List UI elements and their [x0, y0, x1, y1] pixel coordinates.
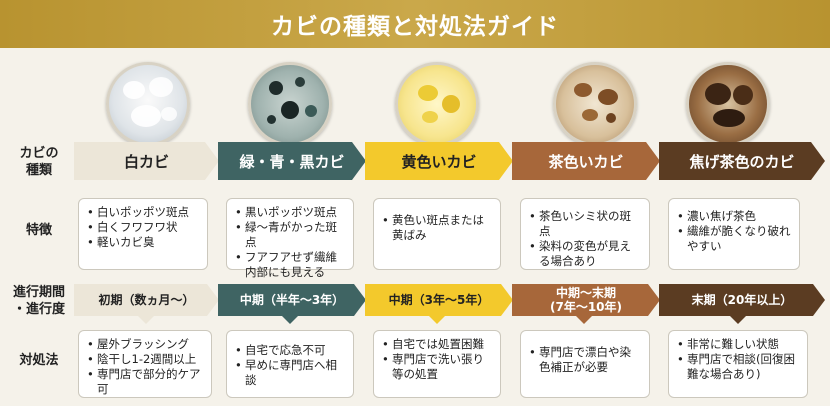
treatment-item: 専門店で部分的ケア可 — [87, 367, 203, 397]
feature-item: 繊維が脆くなり破れやすい — [677, 224, 791, 254]
treatment-item: 陰干し1-2週間以上 — [87, 352, 203, 367]
treatment-item: 屋外ブラッシング — [87, 337, 203, 352]
progress-stage: 中期〜末期 (7年〜10年) — [512, 284, 660, 316]
progress-stage-text: 中期〜末期 — [555, 286, 616, 300]
page-title: カビの種類と対処法ガイド — [271, 14, 559, 40]
mold-type-header: 茶色いカビ — [512, 142, 660, 180]
progress-stage-text: 初期（数ヵ月〜） — [98, 293, 195, 307]
feature-item: 白くフワフワ状 — [87, 220, 199, 235]
mold-type-name: 黄色いカビ — [401, 152, 477, 171]
yellow-mold-dish-image — [395, 62, 479, 146]
feature-item: 緑〜青がかった斑点 — [235, 220, 345, 250]
mold-type-name: 茶色いカビ — [548, 152, 624, 171]
mold-type-name: 白カビ — [123, 152, 169, 171]
treatment-card: 自宅で応急不可 早めに専門店へ相談 — [226, 330, 354, 398]
features-card: 白いポッポツ斑点 白くフワフワ状 軽いカビ臭 — [78, 198, 208, 270]
dark-brown-mold-dish-image — [686, 62, 770, 146]
treatment-card: 非常に難しい状態 専門店で相談(回復困難な場合あり) — [668, 330, 808, 398]
feature-item: 軽いカビ臭 — [87, 235, 199, 250]
title-banner: カビの種類と対処法ガイド — [0, 0, 830, 48]
mold-type-header: 緑・青・黒カビ — [218, 142, 366, 180]
progress-stage-text: 中期（3年〜5年） — [388, 293, 490, 307]
progress-stage-text: 末期（20年以上） — [691, 293, 793, 307]
mold-type-header: 焦げ茶色のカビ — [659, 142, 825, 180]
progress-stage: 中期（半年〜3年） — [218, 284, 366, 316]
row-label-treatment: 対処法 — [19, 353, 59, 368]
progress-stage-text: 中期（半年〜3年） — [239, 293, 345, 307]
treatment-item: 専門店で相談(回復困難な場合あり) — [677, 352, 799, 382]
progress-stage-subtext: (7年〜10年) — [549, 300, 623, 314]
stage-pointer — [282, 316, 298, 324]
stage-pointer — [429, 316, 445, 324]
progress-stage: 初期（数ヵ月〜） — [74, 284, 219, 316]
treatment-item: 専門店で漂白や染色補正が必要 — [529, 345, 641, 375]
feature-item: 黒いポッポツ斑点 — [235, 205, 345, 220]
features-card: 黄色い斑点または黄ばみ — [373, 198, 501, 270]
stage-pointer — [730, 316, 746, 324]
treatment-item: 自宅で応急不可 — [235, 343, 345, 358]
treatment-card: 屋外ブラッシング 陰干し1-2週間以上 専門店で部分的ケア可 — [78, 330, 212, 398]
row-label-features: 特徴 — [25, 223, 52, 238]
treatment-item: 専門店で洗い張り等の処置 — [382, 352, 492, 382]
feature-item: フアフアせず繊維内部にも見える — [235, 250, 345, 280]
feature-item: 茶色いシミ状の斑点 — [529, 209, 641, 239]
row-label-type: カビの 種類 — [8, 145, 70, 179]
treatment-item: 早めに専門店へ相談 — [235, 358, 345, 388]
stage-pointer — [138, 316, 154, 324]
feature-item: 濃い焦げ茶色 — [677, 209, 791, 224]
treatment-item: 非常に難しい状態 — [677, 337, 799, 352]
brown-mold-dish-image — [553, 62, 637, 146]
row-label-progress: 進行期間 ・進行度 — [8, 284, 70, 318]
row-label-progress-line2: ・進行度 — [12, 302, 65, 317]
stage-pointer — [576, 316, 592, 324]
mold-type-header: 黄色いカビ — [365, 142, 513, 180]
features-card: 濃い焦げ茶色 繊維が脆くなり破れやすい — [668, 198, 800, 270]
treatment-card: 専門店で漂白や染色補正が必要 — [520, 330, 650, 398]
feature-item: 白いポッポツ斑点 — [87, 205, 199, 220]
row-label-type-line1: カビの — [19, 146, 59, 161]
green-blue-black-mold-dish-image — [248, 62, 332, 146]
features-card: 黒いポッポツ斑点 緑〜青がかった斑点 フアフアせず繊維内部にも見える — [226, 198, 354, 279]
mold-type-header: 白カビ — [74, 142, 219, 180]
white-mold-dish-image — [106, 62, 190, 146]
row-label-type-line2: 種類 — [25, 163, 52, 178]
progress-stage: 末期（20年以上） — [659, 284, 825, 316]
mold-type-name: 焦げ茶色のカビ — [689, 152, 795, 171]
row-label-progress-line1: 進行期間 — [12, 285, 65, 300]
feature-item: 黄色い斑点または黄ばみ — [382, 213, 492, 243]
treatment-card: 自宅では処置困難 専門店で洗い張り等の処置 — [373, 330, 501, 398]
progress-stage: 中期（3年〜5年） — [365, 284, 513, 316]
features-card: 茶色いシミ状の斑点 染料の変色が見える場合あり — [520, 198, 650, 270]
treatment-item: 自宅では処置困難 — [382, 337, 492, 352]
mold-type-name: 緑・青・黒カビ — [239, 152, 345, 171]
feature-item: 染料の変色が見える場合あり — [529, 239, 641, 269]
